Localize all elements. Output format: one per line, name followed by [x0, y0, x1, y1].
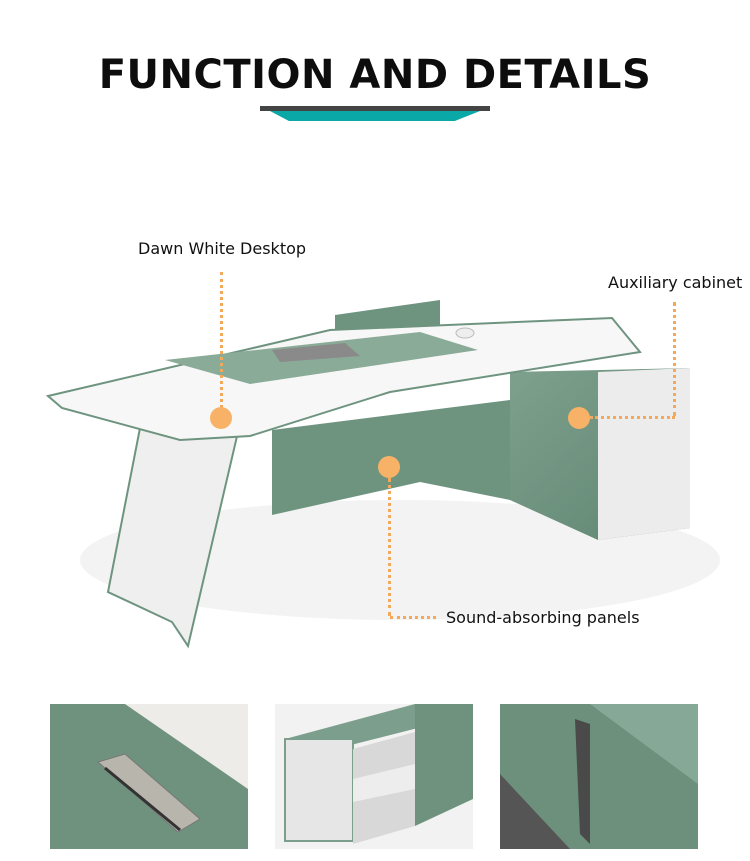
page-title: FUNCTION AND DETAILS [98, 52, 652, 98]
panels-dot [378, 456, 400, 478]
title-underline [260, 106, 490, 111]
desktop [45, 316, 642, 442]
desk-image [45, 300, 720, 649]
panels-label: Sound-absorbing panels [446, 608, 640, 627]
desktop-dot [210, 407, 232, 429]
cabinet-label: Auxiliary cabinet [608, 273, 743, 292]
cup [455, 327, 475, 339]
laptop [272, 343, 360, 362]
cabinet-side [598, 368, 690, 540]
thumbnail-cable-grommet [50, 704, 248, 849]
cabinet-dot [568, 407, 590, 429]
thumbnail-power-socket [500, 704, 698, 849]
cabinet-leader-h [590, 416, 675, 419]
panels-leader-h [390, 616, 436, 619]
cabinet-leader [673, 302, 676, 416]
floor-shadow [80, 500, 720, 620]
title-underline-accent [270, 111, 480, 121]
thumbnail-cabinet-drawer [275, 704, 473, 849]
desktop-leader [220, 272, 223, 408]
desktop-label: Dawn White Desktop [138, 239, 307, 258]
panels-leader [388, 478, 391, 616]
